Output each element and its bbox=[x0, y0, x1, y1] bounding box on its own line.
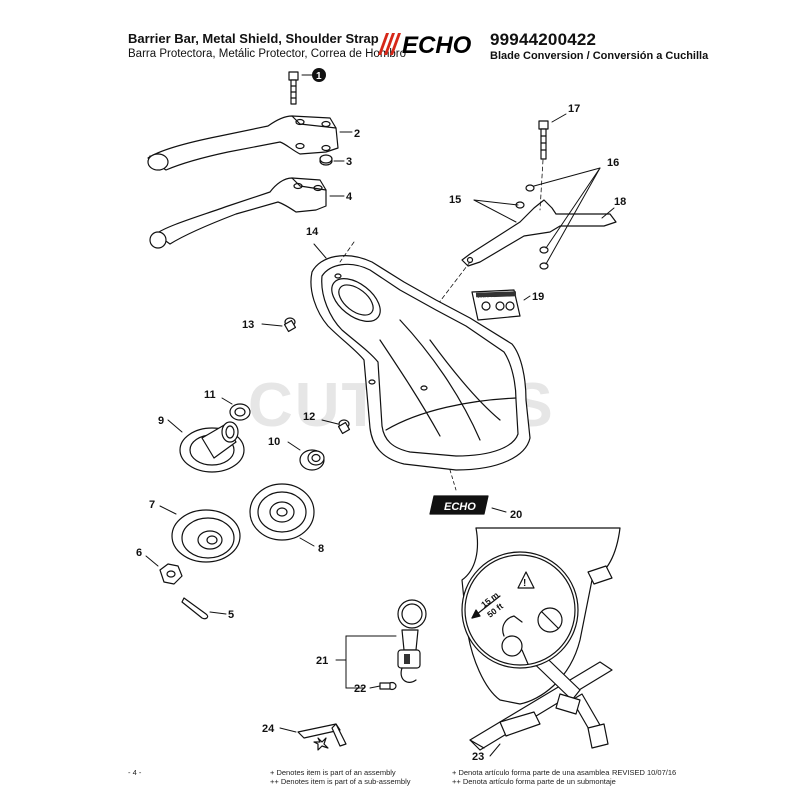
page-title: Barrier Bar, Metal Shield, Shoulder Stra… bbox=[128, 31, 379, 46]
callout-4: 4 bbox=[346, 191, 353, 203]
callout-10: 10 bbox=[268, 436, 280, 448]
callout-23: 23 bbox=[472, 751, 484, 763]
washer-part-11 bbox=[221, 397, 251, 421]
bolt-part-1 bbox=[288, 71, 313, 105]
bolt-part-17 bbox=[538, 113, 567, 160]
note-subassembly-es: ++ Denota artículo forma parte de un sub… bbox=[452, 777, 616, 786]
note-subassembly-en: ++ Denotes item is part of a sub-assembl… bbox=[270, 777, 411, 786]
callout-13: 13 bbox=[242, 319, 254, 331]
nut-part-6 bbox=[145, 555, 183, 585]
callout-22: 22 bbox=[354, 683, 366, 695]
revised-date: REVISED 10/07/16 bbox=[612, 768, 677, 777]
part-subtitle: Blade Conversion / Conversión a Cuchilla bbox=[490, 50, 709, 62]
plate-part-7 bbox=[159, 505, 241, 563]
svg-text:ECHO: ECHO bbox=[444, 501, 476, 513]
note-assembly-en: + Denotes item is part of an assembly bbox=[270, 768, 396, 777]
page-subtitle: Barra Protectora, Metálic Protector, Cor… bbox=[128, 48, 407, 60]
callout-14: 14 bbox=[306, 226, 319, 238]
callout-11: 11 bbox=[204, 389, 216, 401]
note-assembly-es: + Denota artículo forma parte de una asa… bbox=[452, 768, 610, 777]
screw-part-13 bbox=[261, 317, 297, 333]
warning-decal-part-19 bbox=[471, 289, 531, 321]
brand-text: ECHO bbox=[402, 32, 472, 57]
echo-logo: ECHO bbox=[376, 31, 482, 59]
callout-12: 12 bbox=[303, 411, 315, 423]
callout-20: 20 bbox=[510, 509, 522, 521]
callout-15: 15 bbox=[449, 194, 461, 206]
callout-2: 2 bbox=[354, 128, 360, 140]
callout-5: 5 bbox=[228, 609, 234, 621]
barrier-bar-upper-part-2 bbox=[147, 115, 353, 171]
callout-8: 8 bbox=[318, 543, 324, 555]
metal-shield-part-14 bbox=[310, 241, 531, 491]
callout-6: 6 bbox=[136, 547, 142, 559]
footer-notes-en: + Denotes item is part of an assembly ++… bbox=[270, 768, 410, 786]
strap-hook-part-21 bbox=[335, 599, 427, 689]
callout-16: 16 bbox=[607, 157, 619, 169]
plate-part-8 bbox=[249, 483, 315, 547]
cup-part-9 bbox=[167, 419, 245, 473]
pin-part-5 bbox=[181, 597, 227, 620]
nut-part-3 bbox=[319, 154, 345, 166]
svg-text:!: ! bbox=[523, 578, 526, 589]
callout-1: 1 bbox=[316, 71, 322, 82]
screw-part-12 bbox=[321, 419, 351, 435]
callout-7: 7 bbox=[149, 499, 155, 511]
spacer-part-10 bbox=[287, 441, 325, 471]
callout-1-marker bbox=[312, 68, 326, 82]
shoulder-strap-part-23: ! bbox=[461, 527, 621, 757]
footer-notes-es: + Denota artículo forma parte de una asa… bbox=[452, 768, 616, 786]
callout-19: 19 bbox=[532, 291, 544, 303]
callout-9: 9 bbox=[158, 415, 164, 427]
screw-part-22 bbox=[369, 681, 397, 691]
barrier-bar-lower-part-4 bbox=[149, 177, 345, 249]
callout-21: 21 bbox=[316, 655, 328, 667]
part-number: 99944200422 bbox=[490, 30, 597, 49]
callout-24: 24 bbox=[262, 723, 275, 735]
bracket-part-18 bbox=[379, 159, 617, 381]
echo-decal-part-20: ECHO bbox=[429, 495, 507, 515]
callout-3: 3 bbox=[346, 156, 352, 168]
header-left: Barrier Bar, Metal Shield, Shoulder Stra… bbox=[128, 30, 406, 61]
callout-18: 18 bbox=[614, 196, 626, 208]
decal-danger-text: DANGER bbox=[475, 296, 495, 301]
header-right: 99944200422 Blade Conversion / Conversió… bbox=[490, 30, 708, 63]
page-number: - 4 - bbox=[128, 768, 142, 777]
wrench-part-24 bbox=[279, 723, 347, 751]
callout-17: 17 bbox=[568, 103, 580, 115]
